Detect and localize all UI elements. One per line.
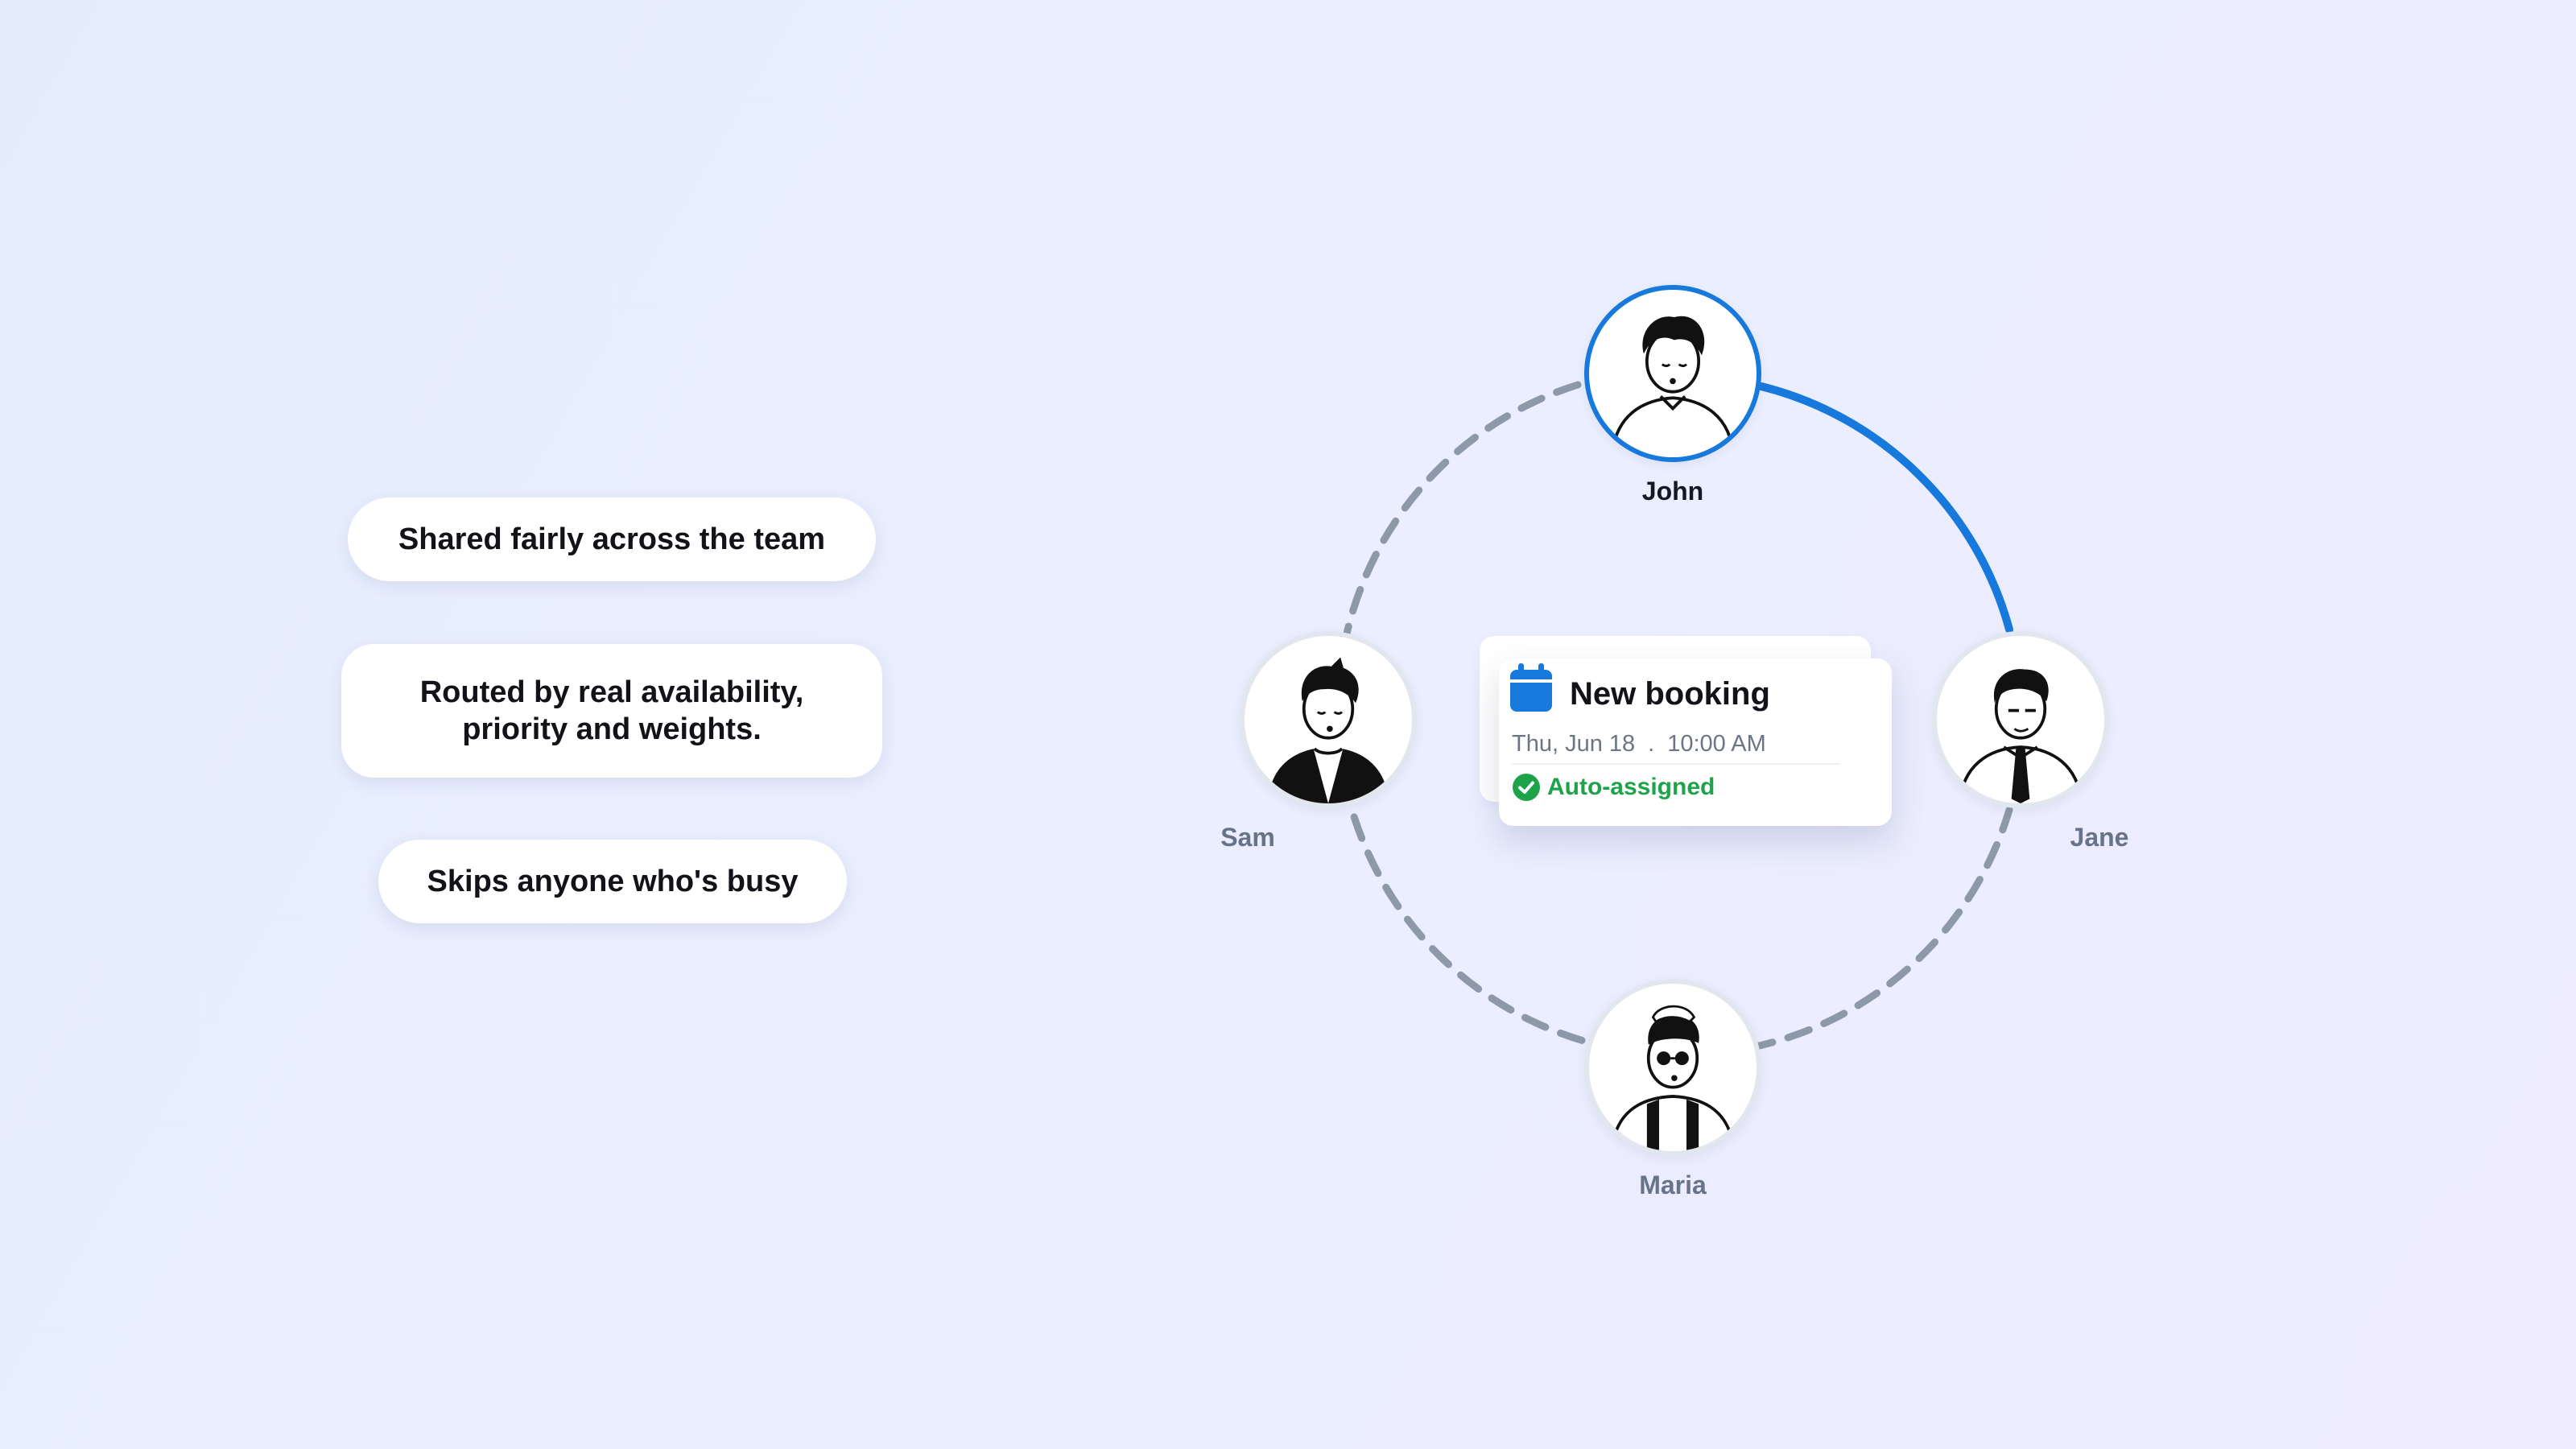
booking-title: New booking <box>1570 676 1770 712</box>
calendar-icon <box>1510 663 1552 712</box>
avatar-maria <box>1584 979 1761 1156</box>
name-sam: Sam <box>1220 823 1275 852</box>
ring-active-segment <box>1757 382 2013 634</box>
feature-skip-busy: Skips anyone who's busy <box>378 840 847 923</box>
avatar-sam <box>1240 631 1417 808</box>
ring-dashed-segment <box>1334 381 2013 1059</box>
booking-status: Auto-assigned <box>1547 774 1715 800</box>
person-icon <box>1610 316 1736 457</box>
feature-fair-share: Shared fairly across the team <box>348 497 876 581</box>
booking-divider <box>1512 763 1840 765</box>
person-icon <box>1610 1005 1736 1151</box>
person-icon <box>1267 657 1389 803</box>
name-jane: Jane <box>2070 823 2129 852</box>
name-john: John <box>1641 477 1704 506</box>
name-maria: Maria <box>1639 1170 1707 1199</box>
feature-fair-share-label: Shared fairly across the team <box>398 522 826 556</box>
feature-routing-line1: Routed by real availability, <box>419 675 804 709</box>
avatar-jane <box>1932 631 2109 808</box>
feature-skip-busy-label: Skips anyone who's busy <box>427 865 799 898</box>
booking-time: 10:00 AM <box>1667 731 1766 757</box>
avatar-john <box>1584 285 1761 462</box>
booking-card <box>1499 658 1892 826</box>
person-icon <box>1958 669 2083 803</box>
booking-separator: . <box>1648 731 1655 757</box>
feature-routing: Routed by real availability, priority an… <box>341 644 882 778</box>
check-circle-icon <box>1513 774 1540 801</box>
feature-routing-line2: priority and weights. <box>462 712 762 746</box>
booking-datetime: Thu, Jun 18. 10:00 AM <box>1512 731 1766 758</box>
booking-date: Thu, Jun 18 <box>1512 731 1636 757</box>
